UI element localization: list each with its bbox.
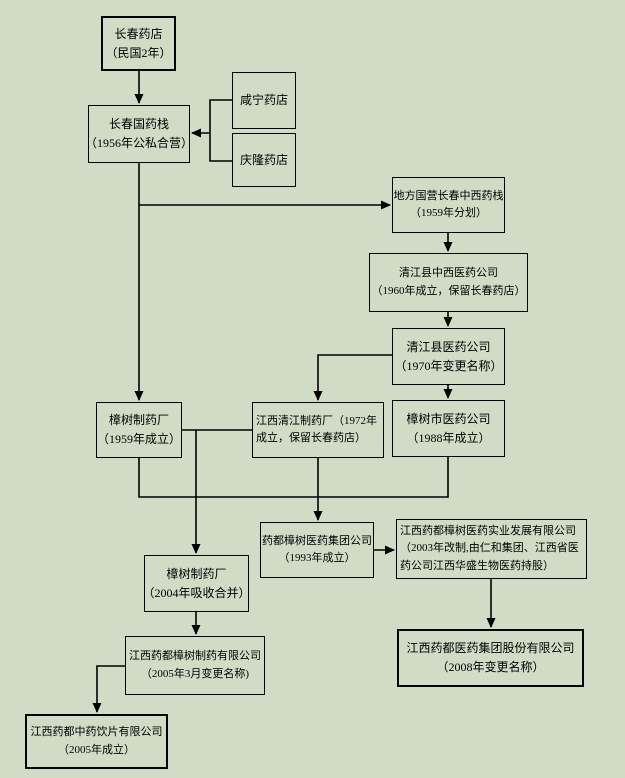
node-text-line: （1960年成立，保留长春药店）	[371, 284, 526, 297]
node-zhangshu-shi-yiyao: 樟树市医药公司 （1988年成立）	[392, 400, 505, 457]
node-text-line: （2004年吸收合并）	[142, 585, 251, 600]
node-text-line: 樟树市医药公司	[406, 411, 491, 426]
node-jiangxi-qingjiang-zhiyao: 江西清江制药厂（1972年 成立，保留长春药店）	[252, 402, 384, 458]
node-yaodu-yinpian: 江西药都中药饮片有限公司 （2005年成立）	[25, 714, 168, 769]
node-text-line: （2005年成立）	[58, 743, 135, 756]
node-qingjiang-zhongxi-yiyao: 清江县中西医药公司 （1960年成立，保留长春药店）	[369, 253, 528, 312]
node-yaodu-zhangshu-jituan: 药都樟树医药集团公司 （1993年成立）	[260, 522, 374, 578]
node-text-line: （2008年变更名称）	[436, 660, 545, 674]
node-xianning-pharmacy: 咸宁药店	[232, 72, 296, 129]
node-difang-guoying-yaozhan: 地方国营长春中西药栈 （1959年分划）	[392, 177, 505, 233]
node-text-line: （民国2年）	[105, 45, 172, 60]
node-text-line: 江西药都医药集团股份有限公司	[406, 641, 575, 656]
node-text-line: 江西清江制药厂（1972年	[256, 414, 377, 427]
node-zhangshu-zhiyao-2004: 樟树制药厂 （2004年吸收合并）	[142, 555, 251, 612]
node-text-line: 江西药都樟树医药实业发展有限公司	[400, 525, 576, 538]
node-text-line: 药都樟树医药集团公司	[262, 534, 372, 547]
node-yaodu-zhangshu-zhiyao: 江西药都樟树制药有限公司 （2005年3月变更名称)	[125, 636, 265, 695]
node-text-line: 地方国营长春中西药栈	[393, 189, 504, 202]
node-text-line: 长春国药栈	[108, 117, 169, 132]
node-yaodu-shiye-fazhan: 江西药都樟树医药实业发展有限公司 （2003年改制,由仁和集团、江西省医 药公司…	[396, 519, 587, 579]
node-qingjiang-yiyao: 清江县医药公司 （1970年变更名称）	[392, 328, 505, 385]
node-text-line: 长春药店	[114, 26, 163, 41]
node-text-line: 江西药都中药饮片有限公司	[30, 726, 163, 739]
node-text-line: 咸宁药店	[239, 93, 288, 108]
node-text-line: （1956年公私合营）	[85, 136, 194, 150]
node-text-line: 药公司江西华盛生物医药持股）	[400, 559, 554, 572]
node-text-line: （2005年3月变更名称)	[140, 667, 250, 680]
node-text-line: （1959年成立）	[97, 432, 182, 446]
node-text-line: （1959年分划）	[410, 207, 487, 219]
node-text-line: 樟树制药厂	[108, 413, 169, 428]
node-text-line: （2003年改制,由仁和集团、江西省医	[400, 542, 579, 555]
node-text-line: 清江县医药公司	[406, 339, 491, 354]
node-zhangshu-zhiyao-1959: 樟树制药厂 （1959年成立）	[96, 402, 182, 458]
node-yaodu-jituan-gufen: 江西药都医药集团股份有限公司 （2008年变更名称）	[397, 629, 584, 687]
node-text-line: （1988年成立）	[406, 430, 491, 445]
node-text-line: （1993年成立）	[278, 552, 356, 564]
node-text-line: 成立，保留长春药店）	[256, 432, 366, 444]
node-text-line: 庆隆药店	[239, 152, 288, 167]
node-text-line: （1970年变更名称）	[394, 358, 503, 373]
node-changchun-pharmacy: 长春药店 （民国2年）	[101, 16, 176, 71]
node-text-line: 清江县中西医药公司	[399, 267, 498, 280]
node-changchun-guoyaozhan: 长春国药栈 （1956年公私合营）	[85, 105, 194, 163]
node-text-line: 樟树制药厂	[166, 566, 227, 581]
node-qinglong-pharmacy: 庆隆药店	[232, 133, 296, 187]
node-text-line: 江西药都樟树制药有限公司	[129, 650, 261, 663]
